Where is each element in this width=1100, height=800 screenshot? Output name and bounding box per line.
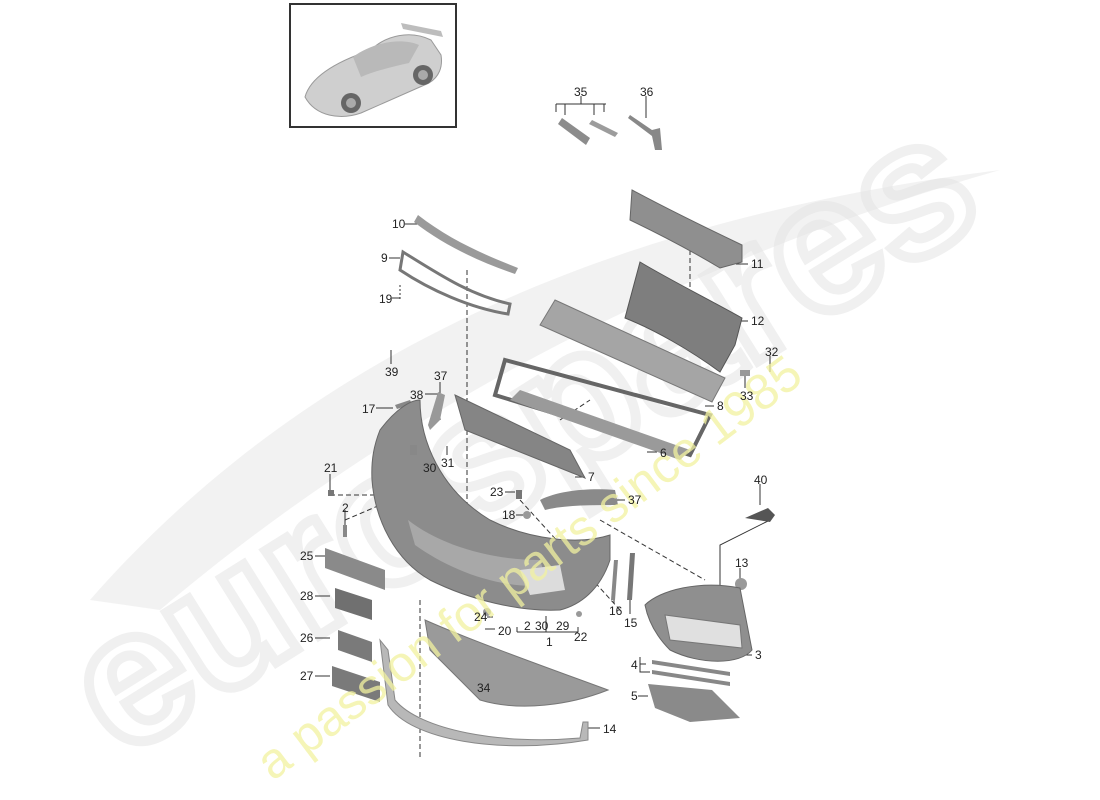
callout-39: 39 <box>385 365 399 379</box>
callout-2-group: 2 <box>524 619 531 633</box>
callout-13: 13 <box>735 556 749 570</box>
callout-31: 31 <box>441 456 455 470</box>
callout-32: 32 <box>765 345 779 359</box>
callout-8: 8 <box>717 399 724 413</box>
callout-11: 11 <box>751 257 764 271</box>
callout-38: 38 <box>410 388 424 402</box>
callout-7: 7 <box>588 470 595 484</box>
callout-20: 20 <box>498 624 512 638</box>
callout-1: 1 <box>546 635 553 649</box>
callout-30-group: 30 <box>535 619 549 633</box>
callout-9: 9 <box>381 251 388 265</box>
callout-27: 27 <box>300 669 314 683</box>
callout-12: 12 <box>751 314 765 328</box>
callout-40: 40 <box>754 473 768 487</box>
callout-34: 34 <box>477 681 491 695</box>
callout-15: 15 <box>624 616 638 630</box>
callout-3: 3 <box>755 648 762 662</box>
callout-5: 5 <box>631 689 638 703</box>
callout-33: 33 <box>740 389 754 403</box>
callout-10: 10 <box>392 217 406 231</box>
callout-17: 17 <box>362 402 376 416</box>
callout-28: 28 <box>300 589 314 603</box>
callout-26: 26 <box>300 631 314 645</box>
callout-29: 29 <box>556 619 570 633</box>
car-icon <box>304 23 443 117</box>
clip-21 <box>328 490 334 496</box>
callout-23: 23 <box>490 485 504 499</box>
callout-36: 36 <box>640 85 654 99</box>
callout-37: 37 <box>434 369 448 383</box>
callout-24: 24 <box>474 610 488 624</box>
callout-18: 18 <box>502 508 516 522</box>
callout-4: 4 <box>631 658 638 672</box>
vehicle-thumbnail <box>289 3 457 128</box>
callout-30: 30 <box>423 461 437 475</box>
callout-19: 19 <box>379 292 393 306</box>
callout-35: 35 <box>574 85 588 99</box>
callout-22: 22 <box>574 630 588 644</box>
callout-37-right: 37 <box>628 493 642 507</box>
callout-6: 6 <box>660 446 667 460</box>
callout-14: 14 <box>603 722 617 736</box>
callout-16: 16 <box>609 604 623 618</box>
callout-2: 2 <box>342 501 349 515</box>
callout-25: 25 <box>300 549 314 563</box>
callout-21: 21 <box>324 461 338 475</box>
